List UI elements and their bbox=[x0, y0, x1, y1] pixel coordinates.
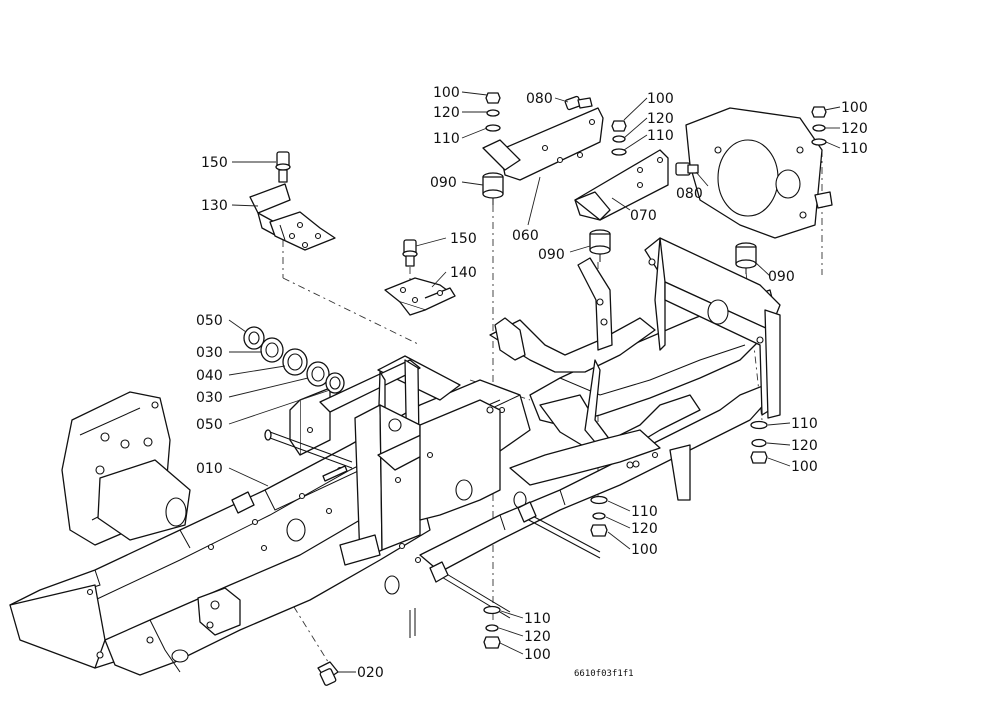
callout-label: 110 bbox=[791, 416, 818, 432]
callout-label: 110 bbox=[433, 131, 460, 147]
bracket-130 bbox=[249, 183, 336, 251]
callout-label: 150 bbox=[201, 155, 228, 171]
callout-label: 010 bbox=[196, 461, 223, 477]
bracket-070 bbox=[574, 149, 669, 221]
callout-label: 100 bbox=[524, 647, 551, 663]
tie-rods bbox=[264, 429, 601, 638]
callout-label: 100 bbox=[791, 459, 818, 475]
callout-label: 140 bbox=[450, 265, 477, 281]
bracket-140 bbox=[384, 277, 456, 316]
callout-label: 090 bbox=[538, 247, 565, 263]
callout-label: 020 bbox=[357, 665, 384, 681]
bolt-150-center bbox=[402, 239, 418, 267]
bracket-060 bbox=[482, 107, 604, 181]
callout-label: 120 bbox=[433, 105, 460, 121]
callout-label: 080 bbox=[526, 91, 553, 107]
engine-adapter-plate bbox=[685, 107, 833, 239]
bolt-150-left bbox=[275, 151, 291, 183]
callout-label: 030 bbox=[196, 345, 223, 361]
drawing-code: 6610f03f1f1 bbox=[574, 669, 634, 679]
transmission-housing bbox=[61, 391, 191, 546]
hardware-top-left bbox=[485, 92, 501, 132]
callout-label: 110 bbox=[841, 141, 868, 157]
callout-label: 120 bbox=[841, 121, 868, 137]
callout-label: 060 bbox=[512, 228, 539, 244]
callout-label: 030 bbox=[196, 390, 223, 406]
callout-label: 120 bbox=[524, 629, 551, 645]
mount-bracket-060-lower bbox=[577, 257, 613, 351]
callout-label: 110 bbox=[631, 504, 658, 520]
callout-label: 090 bbox=[768, 269, 795, 285]
callout-label: 100 bbox=[647, 91, 674, 107]
callout-label: 120 bbox=[647, 111, 674, 127]
callout-label: 050 bbox=[196, 417, 223, 433]
bearing-stack bbox=[243, 326, 345, 394]
main-frame bbox=[9, 237, 781, 676]
callout-label: 100 bbox=[631, 542, 658, 558]
callout-label: 100 bbox=[841, 100, 868, 116]
hardware-top-right bbox=[811, 106, 827, 146]
bolt-080-right bbox=[675, 162, 699, 176]
callout-label: 070 bbox=[630, 208, 657, 224]
bolt-020 bbox=[317, 661, 339, 686]
callout-label: 050 bbox=[196, 313, 223, 329]
callout-label: 090 bbox=[430, 175, 457, 191]
hardware-right-lower bbox=[750, 420, 768, 464]
callout-labels: 100 120 110 080 100 120 110 100 120 110 … bbox=[196, 85, 868, 681]
leader-lines bbox=[228, 91, 841, 673]
rubber-mount-right bbox=[735, 242, 757, 274]
callout-label: 040 bbox=[196, 368, 223, 384]
callout-label: 120 bbox=[631, 521, 658, 537]
callout-label: 120 bbox=[791, 438, 818, 454]
hardware-bottom bbox=[483, 605, 501, 649]
callout-label: 150 bbox=[450, 231, 477, 247]
rubber-mount-center bbox=[589, 229, 611, 262]
bolt-080-top bbox=[564, 95, 593, 111]
center-uprights bbox=[289, 355, 501, 566]
callout-label: 110 bbox=[524, 611, 551, 627]
callout-label: 080 bbox=[676, 186, 703, 202]
hardware-top-center bbox=[611, 120, 627, 156]
callout-label: 130 bbox=[201, 198, 228, 214]
hardware-center-lower bbox=[590, 495, 608, 537]
callout-label: 110 bbox=[647, 128, 674, 144]
rubber-mount-left bbox=[482, 172, 504, 205]
callout-label: 100 bbox=[433, 85, 460, 101]
